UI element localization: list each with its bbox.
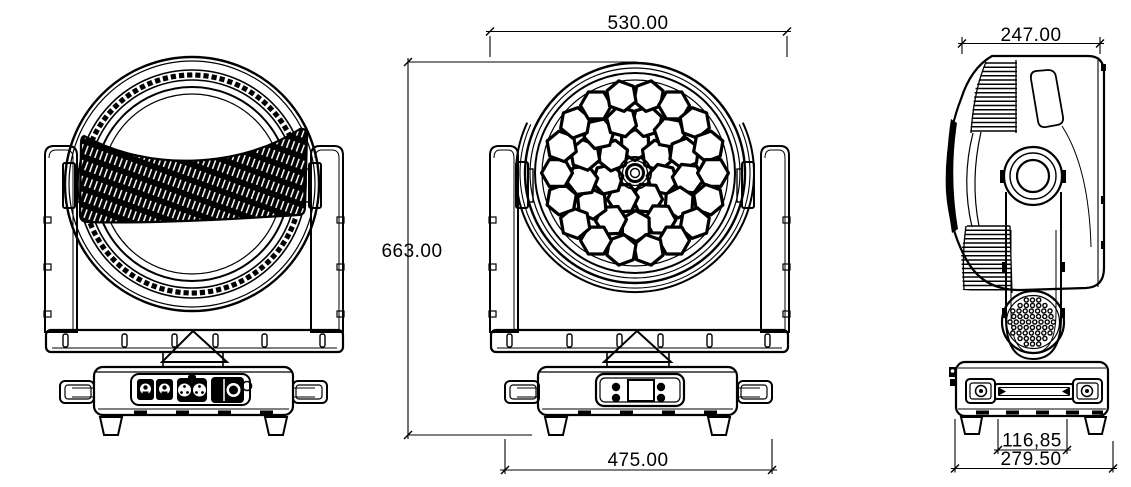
fan-grille [1000,289,1066,355]
front-view-head-tilted [43,55,345,436]
foot [706,416,732,436]
dimension-116: 116,85 [993,419,1072,455]
fuse-holder [241,380,253,392]
lens-array [539,79,731,267]
dimension-label-base-depth: 279.50 [1000,449,1061,470]
head-tilted [62,55,322,313]
dimension-530: 530.00 [485,13,792,57]
lcd-screen [627,379,655,402]
yoke [43,145,345,368]
side-connector [950,379,956,386]
side-view: 247.00 116,85 279.50 [945,25,1118,473]
center-sensor [618,156,652,190]
dimension-247: 247.00 [957,25,1105,54]
head-front [515,61,755,294]
menu-button [611,382,621,392]
carry-handle-right [292,380,328,404]
front-view: 530.00 663.00 475.00 [381,13,792,475]
hinge-marks [1101,64,1106,249]
menu-button [656,382,666,392]
menu-button [611,393,621,403]
base [504,365,773,436]
dimension-475: 475.00 [500,439,777,475]
dimension-279: 279.50 [950,419,1118,473]
front-lens-rim [946,119,958,233]
head-top-louver-band [78,127,309,224]
side-handle [965,378,1103,404]
yoke-arm-side [1000,145,1066,361]
yoke [488,145,791,368]
dimension-label-head-depth: 247.00 [1000,25,1061,46]
head-vent [1029,69,1065,129]
foot [98,416,124,436]
dimension-label-head-width: 530.00 [607,13,668,34]
carry-handle-left [504,380,540,404]
crossbar-vents [62,333,326,348]
lens-bezel [523,61,747,285]
base [59,365,328,436]
dimension-label-overall-height: 663.00 [381,241,442,262]
fan-grille-holes [1007,297,1057,347]
dimension-663: 663.00 [381,57,532,440]
foot [1083,416,1108,435]
base-bottom-vents [578,410,717,415]
yoke-latches [488,216,791,318]
crossbar-vents [506,333,771,348]
base-side [949,360,1110,435]
menu-button [656,393,666,403]
carry-handle-right [737,380,773,404]
tilt-pivot [1002,145,1064,207]
dimension-label-base-width: 475.00 [607,450,668,471]
display-panel [594,372,686,408]
foot [959,416,984,435]
yoke-latches [43,216,345,318]
foot [543,416,569,436]
pan-indicator [601,329,674,363]
dimension-label-yoke-offset: 116,85 [1002,431,1062,452]
pan-indicator [159,329,230,363]
head-side [945,54,1106,294]
base-bottom-vents [134,410,273,415]
connector-panel [130,373,253,406]
foot [263,416,289,436]
carry-handle-left [59,380,95,404]
base-bottom-vents [976,410,1103,415]
